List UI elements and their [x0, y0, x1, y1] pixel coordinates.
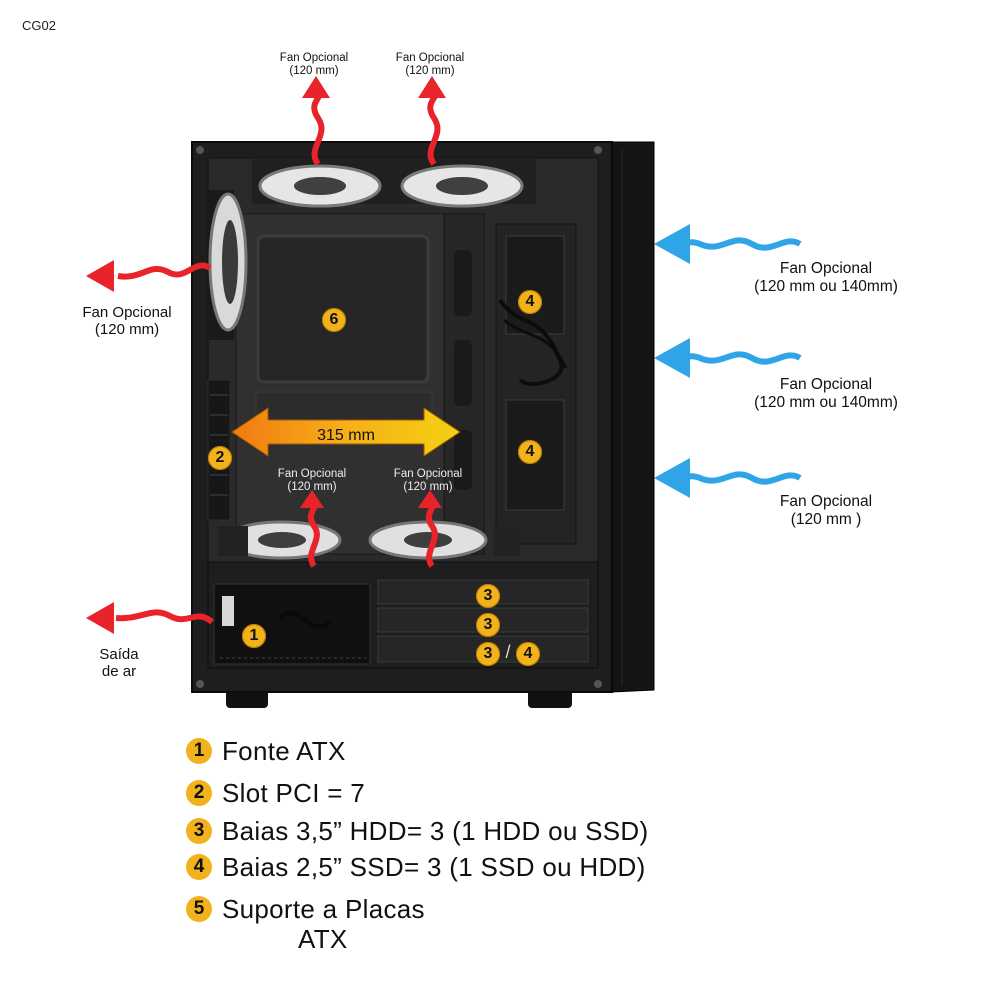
- legend-item-5-line-2: ATX: [298, 924, 348, 955]
- gpu-length-label: 315 mm: [317, 427, 375, 444]
- legend-text-line-2: ATX: [298, 924, 348, 954]
- label-front-fan-2: Fan Opcional(120 mm ou 140mm): [754, 376, 898, 411]
- intake-arrow-bottom-left: [300, 490, 324, 568]
- label-bottom-fan-left: Fan Opcional(120 mm): [277, 468, 347, 494]
- legend-item-5: 5 Suporte a Placas: [186, 894, 425, 925]
- badge-hdd-1: 3: [476, 584, 500, 608]
- legend-number: 2: [186, 780, 212, 806]
- badge-slash: /: [505, 642, 511, 662]
- legend-text: Suporte a Placas: [222, 894, 425, 925]
- label-bottom-fan-right: Fan Opcional(120 mm): [393, 468, 463, 494]
- label-top-fan-left: Fan Opcional(120 mm): [279, 52, 349, 78]
- front-panel: [611, 141, 655, 693]
- legend-text: Baias 2,5” SSD= 3 (1 SSD ou HDD): [222, 852, 646, 882]
- model-code: CG02: [22, 18, 56, 33]
- label-top-fan-right: Fan Opcional(120 mm): [395, 52, 465, 78]
- legend-item-3: 3 Baias 3,5” HDD= 3 (1 HDD ou SSD): [186, 816, 648, 847]
- legend-text: Slot PCI = 7: [222, 778, 366, 808]
- legend-number: 5: [186, 896, 212, 922]
- psu-bay: [213, 583, 371, 665]
- intake-arrow-front-1: [654, 224, 802, 264]
- legend-text-line-1: Suporte a Placas: [222, 894, 425, 924]
- legend-item-2: 2 Slot PCI = 7: [186, 778, 365, 809]
- intake-arrow-front-2: [654, 338, 802, 378]
- label-rear-fan: Fan Opcional(120 mm): [82, 304, 172, 339]
- legend-text: Baias 3,5” HDD= 3 (1 HDD ou SSD): [222, 816, 649, 846]
- gpu-length-arrow: [231, 407, 461, 457]
- badge-hdd-3: 3: [476, 642, 500, 666]
- badge-motherboard: 6: [322, 308, 346, 332]
- exhaust-arrow-top-left: [302, 76, 330, 166]
- badge-hdd-3-ssd: 4: [516, 642, 540, 666]
- legend-number: 3: [186, 818, 212, 844]
- cpu-cutout: [256, 234, 430, 384]
- legend-number: 1: [186, 738, 212, 764]
- badge-ssd-top: 4: [518, 290, 542, 314]
- pc-case-illustration: 315 mm: [86, 76, 802, 708]
- exhaust-arrow-psu: [86, 602, 214, 634]
- badge-ssd-mid: 4: [518, 440, 542, 464]
- intake-arrow-front-3: [654, 458, 802, 498]
- badge-hdd-2: 3: [476, 613, 500, 637]
- legend-item-1: 1 Fonte ATX: [186, 736, 346, 767]
- badge-pci: 2: [208, 446, 232, 470]
- legend-text: Fonte ATX: [222, 736, 346, 766]
- legend-item-4: 4 Baias 2,5” SSD= 3 (1 SSD ou HDD): [186, 852, 646, 883]
- exhaust-arrow-top-right: [418, 76, 446, 166]
- badge-psu: 1: [242, 624, 266, 648]
- label-front-fan-3: Fan Opcional(120 mm ): [779, 493, 873, 528]
- legend-number: 4: [186, 854, 212, 880]
- exhaust-arrow-rear: [86, 260, 212, 292]
- label-front-fan-1: Fan Opcional(120 mm ou 140mm): [754, 260, 898, 295]
- intake-arrow-bottom-right: [418, 490, 442, 568]
